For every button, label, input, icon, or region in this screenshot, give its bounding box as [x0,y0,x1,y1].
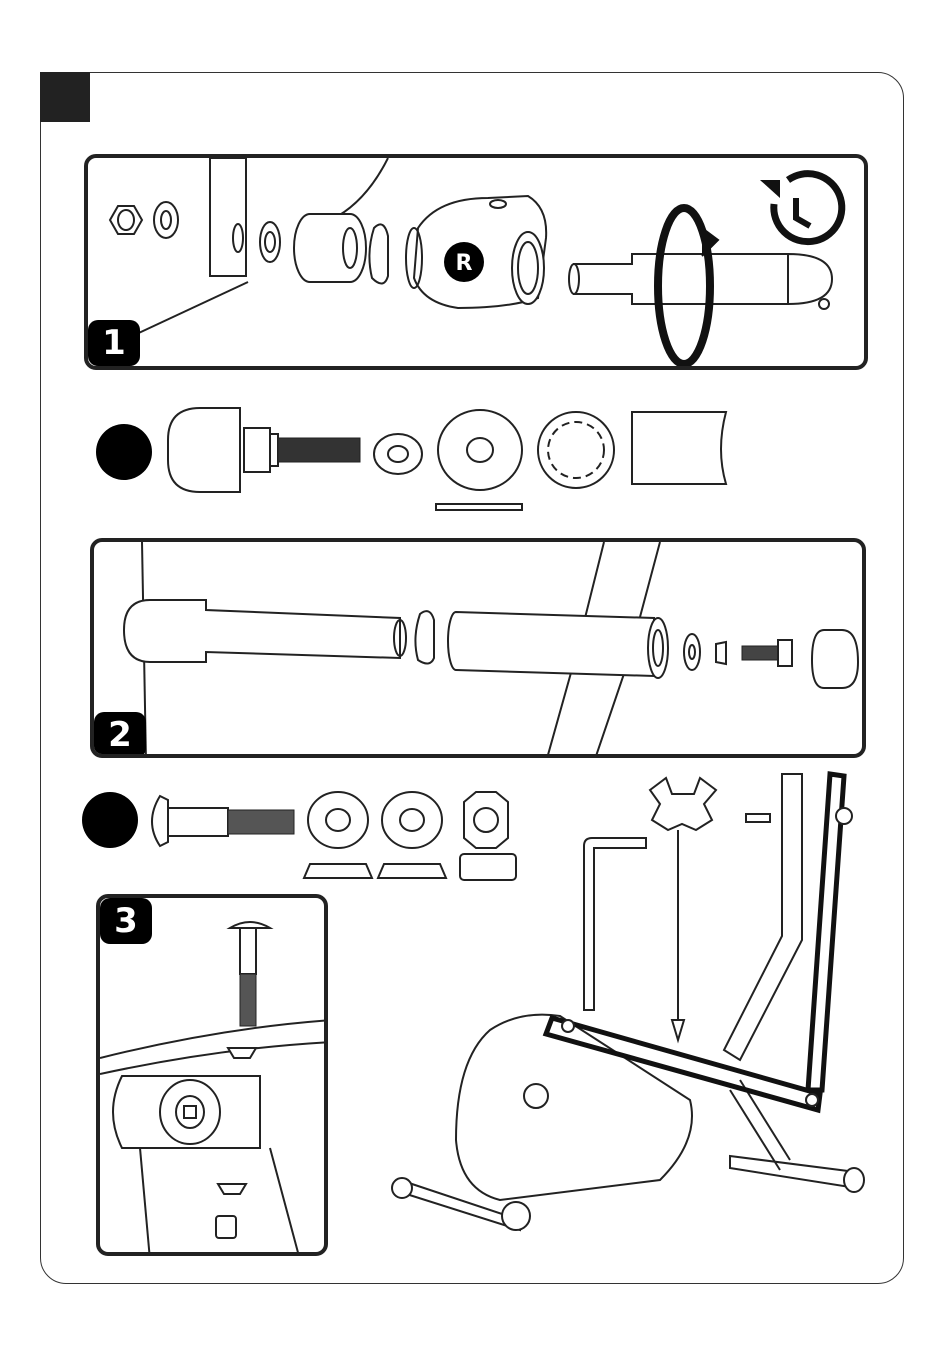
bolt [746,814,770,822]
step2-badge: 2 [94,712,146,758]
pivot-joint [113,1076,260,1148]
spring-washer [374,434,422,474]
frame-line [270,1148,300,1256]
wave-washer [415,611,434,663]
frame-line [140,1148,150,1256]
bike-overview [360,760,920,1240]
end-cap [168,408,240,492]
washer [228,1048,256,1058]
hex-bolt [742,640,792,666]
frame-edge [100,1042,328,1074]
step2-panel: 2 [90,538,866,758]
wave-washer [369,224,388,283]
clock-icon [760,174,842,242]
tube-sleeve [632,412,726,484]
cross-tube [448,612,668,678]
washer [218,1184,246,1194]
crank-arm [124,600,406,662]
step3-badge: 3 [100,898,152,944]
arm-joint [562,1020,574,1032]
right-side-label: R [456,251,473,276]
parts-bag-marker-b [82,792,138,848]
arm-joint [806,1094,818,1106]
parts-bag-marker-a [96,424,152,480]
step1-panel: R 1 [84,154,868,370]
allen-key-icon [584,838,646,1010]
frame-curve [338,158,388,216]
bushing [294,214,366,282]
multi-tool-icon [650,778,716,1040]
axle-pin [569,254,832,309]
carriage-bolt [152,796,294,846]
frame-edge [100,1020,328,1058]
frame-line [128,282,248,338]
step1-badge: 1 [88,320,140,366]
bracket-plate [210,158,246,276]
step3-panel: 3 [96,894,328,1256]
large-washer [436,410,522,510]
corner-tab [40,72,90,122]
flat-washer [260,222,280,262]
hex-nut [110,206,142,234]
step3-illustration [100,898,328,1256]
lock-nut [716,642,726,664]
handle-pivot [836,808,852,824]
step2-illustration [94,542,866,758]
flange-bolt [244,428,360,472]
parts-row-a [160,400,780,520]
flat-washer [684,634,700,670]
step1-illustration: R [88,158,868,370]
carriage-bolt [230,922,270,1026]
front-stabilizer [730,1080,864,1192]
end-cap [812,630,858,688]
nut [216,1216,236,1238]
star-washer [538,412,614,488]
lock-washer [154,202,178,238]
